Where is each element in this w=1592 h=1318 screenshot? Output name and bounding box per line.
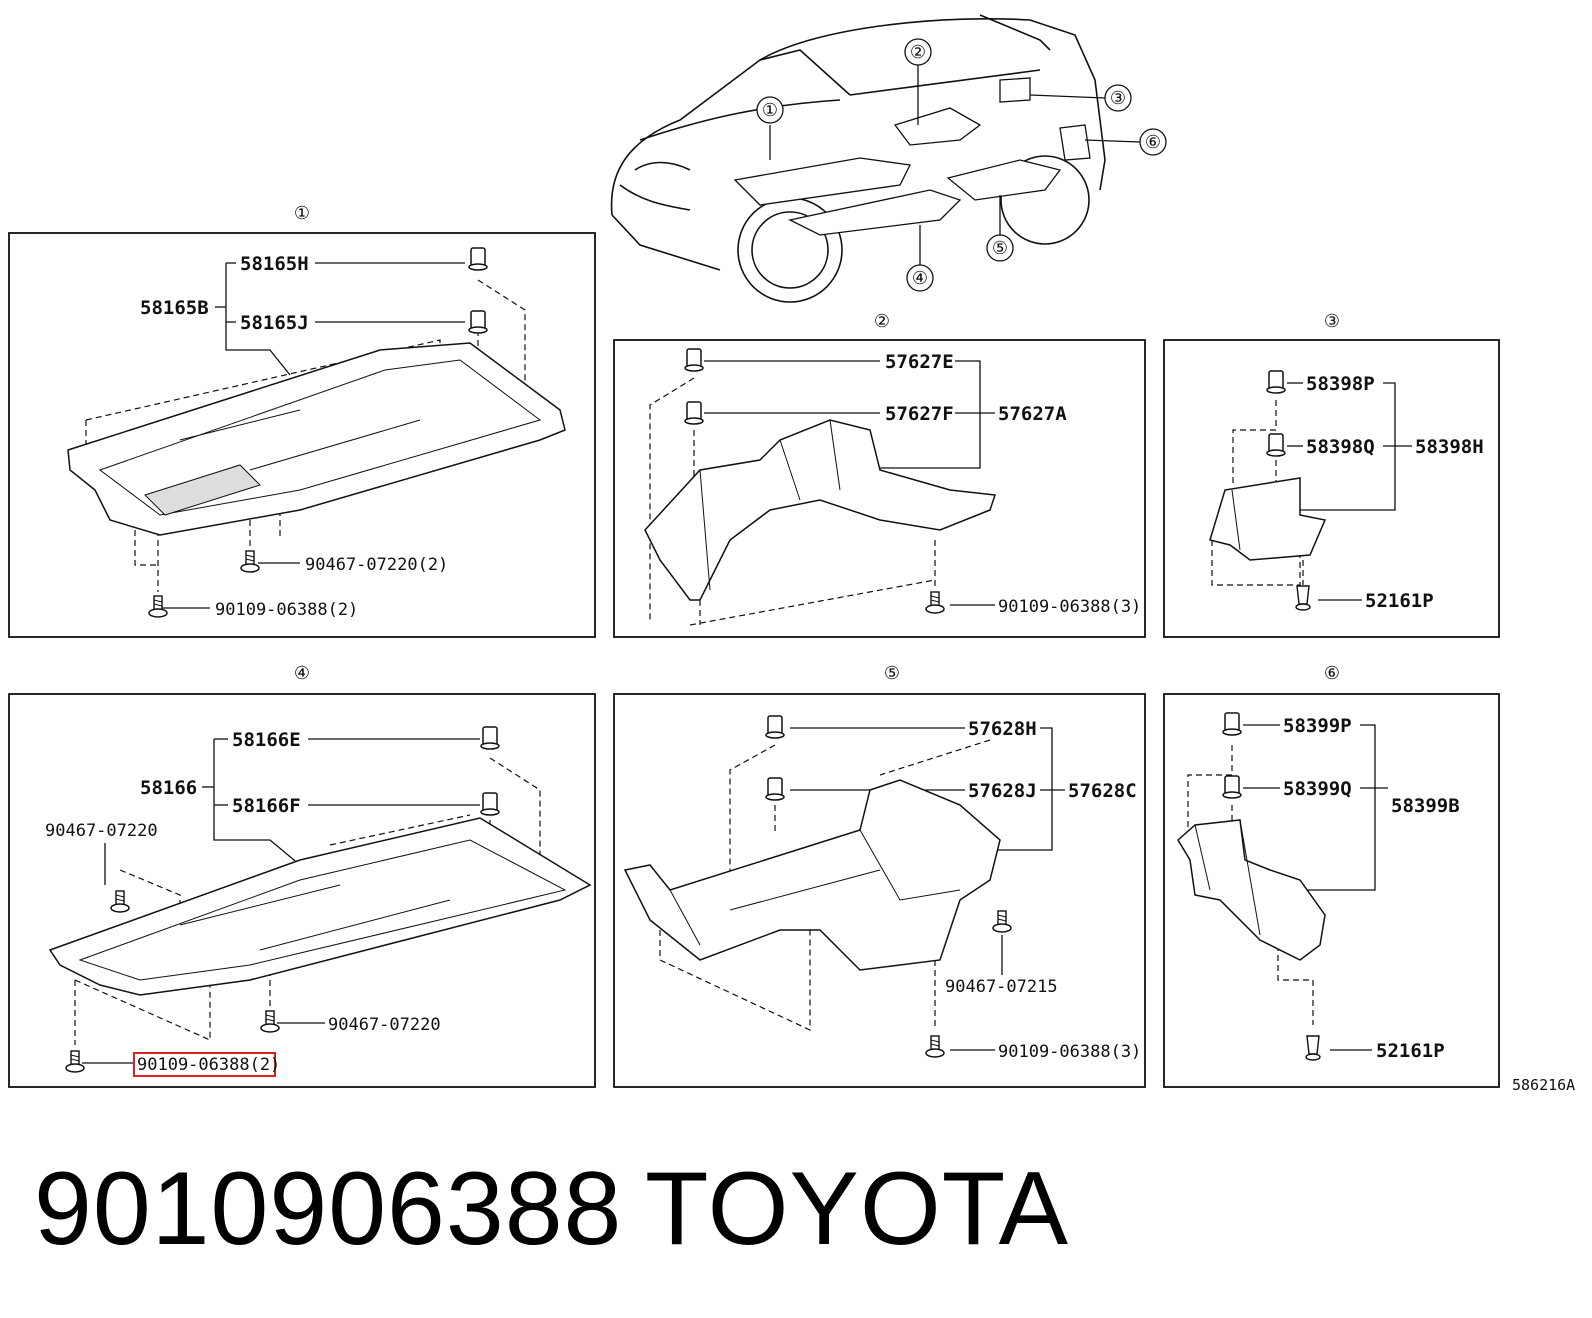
- overview-callout-5: ⑤: [992, 238, 1008, 259]
- brand-text: TOYOTA: [645, 1151, 1069, 1267]
- panel-6: ⑥ 58399P 58399Q 58399B 52161P: [1163, 663, 1500, 1088]
- highlight-box: [133, 1052, 276, 1077]
- diagram-code: 586216A: [1512, 1076, 1575, 1094]
- overview-callout-6: ⑥: [1145, 132, 1161, 153]
- panel-5-group-label: 57628C: [1068, 780, 1137, 802]
- panel-6-number: ⑥: [1324, 663, 1340, 684]
- panel-6-fastener-b-label: 52161P: [1376, 1040, 1445, 1062]
- panel-4-group-label: 58166: [140, 777, 197, 799]
- panel-4: ④ 58166 58: [8, 663, 596, 1088]
- panel-2-group-label: 57627A: [998, 403, 1067, 425]
- panel-5: ⑤ 57628H 57628J 57628C 90467-07215 90109…: [613, 663, 1146, 1088]
- panel-1-fastener-b-label: 90109-06388(2): [215, 600, 358, 620]
- panel-3: ③ 58398P 58398Q 58398H 52161P: [1163, 311, 1500, 638]
- panel-3-frame: [1163, 339, 1500, 638]
- panel-1: ① 58165B 5: [8, 203, 596, 638]
- panel-2-clip-mid-label: 57627F: [885, 403, 954, 425]
- panel-2-fastener-b-label: 90109-06388(3): [998, 597, 1141, 617]
- panel-2-frame: [613, 339, 1146, 638]
- panel-4-fastener-a-label: 90467-07220: [328, 1015, 441, 1035]
- panel-4-clip-mid-label: 58166F: [232, 795, 301, 817]
- panel-6-clip-mid-label: 58399Q: [1283, 778, 1352, 800]
- panel-3-clip-mid-label: 58398Q: [1306, 436, 1375, 458]
- panel-1-frame: [8, 232, 596, 638]
- parts-diagram: ① ② ③ ⑥ ⑤ ④ ①: [8, 14, 1575, 1094]
- panel-5-clip-top-label: 57628H: [968, 718, 1037, 740]
- panel-6-frame: [1163, 693, 1500, 1088]
- panel-1-number: ①: [294, 203, 310, 224]
- panel-4-fastener-left-label: 90467-07220: [45, 821, 158, 841]
- part-number-text: 9010906388: [34, 1151, 623, 1267]
- panel-3-group-label: 58398H: [1415, 436, 1484, 458]
- panel-5-fastener-b-label: 90109-06388(3): [998, 1042, 1141, 1062]
- panel-1-fastener-a-label: 90467-07220(2): [305, 555, 448, 575]
- panel-6-clip-top-label: 58399P: [1283, 715, 1352, 737]
- overview-callout-1: ①: [762, 100, 778, 121]
- panel-4-clip-top-label: 58166E: [232, 729, 301, 751]
- panel-4-fastener-b-label: 90109-06388(2): [137, 1055, 280, 1075]
- panel-3-number: ③: [1324, 311, 1340, 332]
- panel-5-frame: [613, 693, 1146, 1088]
- overview-callout-3: ③: [1110, 88, 1126, 109]
- panel-6-group-label: 58399B: [1391, 795, 1460, 817]
- panel-2: ② 57627E 57627F 57627A 90109-06388(3): [613, 311, 1146, 638]
- panel-5-clip-mid-label: 57628J: [968, 780, 1037, 802]
- overview-car: [610, 14, 1106, 303]
- panel-3-fastener-b-label: 52161P: [1365, 590, 1434, 612]
- panel-1-clip-top-label: 58165H: [240, 253, 309, 275]
- panel-4-frame: [8, 693, 596, 1088]
- panel-2-number: ②: [874, 311, 890, 332]
- panel-5-fastener-a-label: 90467-07215: [945, 977, 1058, 997]
- panel-3-clip-top-label: 58398P: [1306, 373, 1375, 395]
- panel-4-number: ④: [294, 663, 310, 684]
- overview-callout-4: ④: [912, 268, 928, 289]
- panel-1-clip-mid-label: 58165J: [240, 312, 309, 334]
- overview-callout-2: ②: [910, 42, 926, 63]
- overview-parts: [733, 77, 1091, 236]
- overview-callouts: [756, 38, 1167, 292]
- panel-1-group-label: 58165B: [140, 297, 209, 319]
- panel-5-number: ⑤: [884, 663, 900, 684]
- panel-2-clip-top-label: 57627E: [885, 351, 954, 373]
